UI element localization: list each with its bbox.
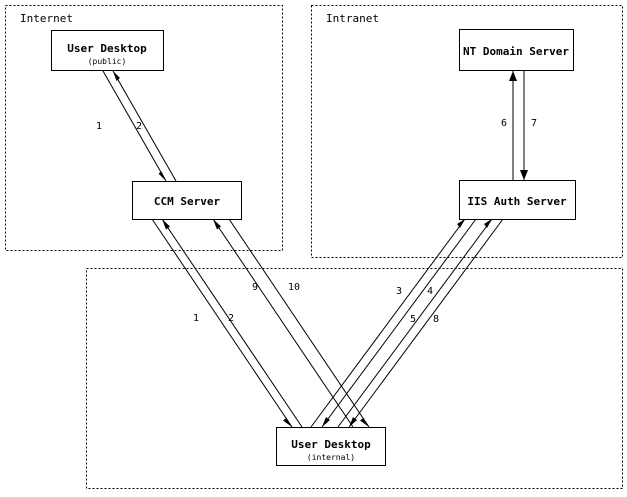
step-label-10: 10	[288, 282, 300, 293]
node-ccm-server-box[interactable]	[132, 181, 242, 220]
arrow-head-ccm-to-public-2	[113, 71, 120, 81]
step-label-4: 4	[427, 286, 433, 297]
node-nt-domain-server-box[interactable]	[459, 29, 574, 71]
flow-line-ccm-to-internal-10	[228, 218, 370, 428]
flow-line-internal-to-iis-3	[310, 218, 466, 428]
step-label-2-public: 2	[136, 121, 142, 132]
arrow-head-ccm-to-internal-10	[360, 418, 369, 427]
arrow-head-internal-to-iis-3	[457, 219, 465, 228]
node-nt-domain-server-title: NT Domain Server	[463, 45, 569, 58]
step-label-5: 5	[410, 314, 416, 325]
step-label-3: 3	[396, 286, 402, 297]
node-user-desktop-internal-subtitle: (internal)	[307, 453, 355, 462]
node-user-desktop-internal-title: User Desktop	[291, 438, 371, 451]
zone-internal-boundary	[86, 268, 623, 489]
node-ccm-server-title: CCM Server	[154, 195, 221, 208]
node-user-desktop-internal-box[interactable]	[276, 427, 386, 466]
zone-internet-label: Internet	[20, 12, 73, 25]
flow-line-ccm-to-public-2	[112, 70, 177, 182]
node-user-desktop-internal[interactable]: User Desktop (internal)	[276, 427, 386, 466]
flow-line-internal-to-iis-5	[337, 218, 493, 428]
flow-line-ccm-to-internal-2	[151, 218, 293, 428]
flow-line-internal-to-ccm-9	[212, 218, 354, 428]
step-label-7: 7	[531, 118, 537, 129]
step-label-1-internal: 1	[193, 313, 199, 324]
node-user-desktop-public-box[interactable]	[51, 30, 164, 71]
node-iis-auth-server[interactable]: IIS Auth Server	[459, 180, 576, 220]
zone-intranet-label: Intranet	[326, 12, 379, 25]
zone-internet-boundary	[5, 5, 283, 251]
node-iis-auth-server-title: IIS Auth Server	[467, 195, 567, 208]
arrow-head-iis-to-internal-4	[322, 417, 330, 427]
step-label-8: 8	[433, 314, 439, 325]
node-nt-domain-server[interactable]: NT Domain Server	[459, 29, 574, 71]
node-iis-auth-server-box[interactable]	[459, 180, 576, 220]
node-user-desktop-public-title: User Desktop	[67, 42, 147, 55]
node-ccm-server[interactable]: CCM Server	[132, 181, 242, 220]
step-label-9: 9	[252, 282, 258, 293]
arrow-head-iis-to-nt-6	[509, 71, 517, 81]
flow-line-internal-to-ccm-1	[161, 218, 303, 428]
arrow-head-ccm-to-internal-2	[283, 418, 292, 427]
flow-line-public-to-ccm-1	[102, 70, 167, 182]
node-user-desktop-public-subtitle: (public)	[88, 57, 127, 66]
arrow-head-nt-to-iis-7	[520, 170, 528, 180]
flow-line-iis-to-internal-8	[348, 218, 504, 428]
arrow-head-internal-to-iis-5	[484, 219, 492, 228]
node-user-desktop-public[interactable]: User Desktop (public)	[51, 30, 164, 71]
arrow-head-iis-to-internal-8	[349, 417, 357, 427]
step-label-6: 6	[501, 118, 507, 129]
zone-intranet-boundary	[311, 5, 623, 258]
arrow-head-public-to-ccm-1	[158, 171, 166, 181]
arrow-head-internal-to-ccm-9	[213, 219, 221, 230]
step-label-1-public: 1	[96, 121, 102, 132]
step-label-2-internal: 2	[228, 313, 234, 324]
arrow-head-internal-to-ccm-1	[162, 219, 170, 230]
flow-line-iis-to-internal-4	[321, 218, 477, 428]
